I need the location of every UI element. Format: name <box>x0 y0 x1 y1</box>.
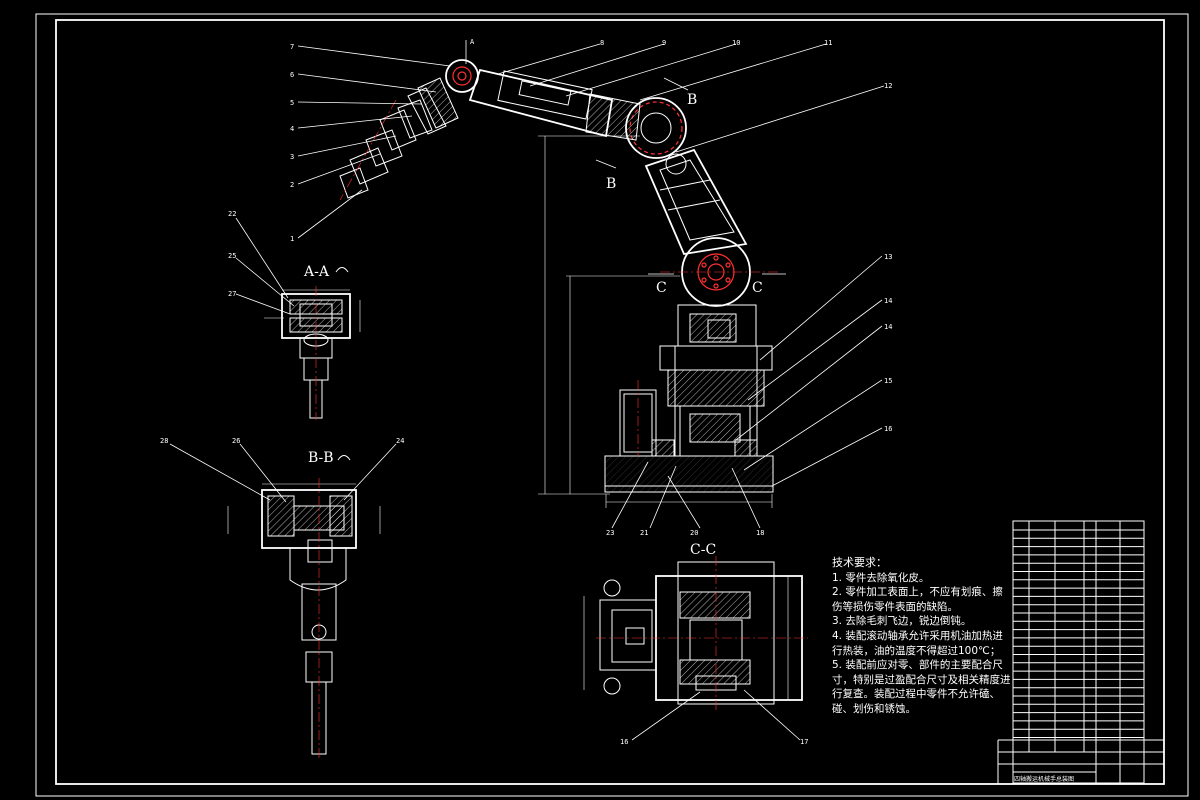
section-mark-c-left: C <box>656 280 667 296</box>
note-item: 2. 零件加工表面上，不应有划痕、擦伤等损伤零件表面的缺陷。 <box>832 586 1003 613</box>
svg-text:15: 15 <box>884 377 892 385</box>
svg-text:9: 9 <box>662 39 666 47</box>
parts-list-table: 四轴搬运机械手总装图 <box>997 520 1164 784</box>
leader-lines-top <box>497 43 885 153</box>
section-mark-a-top: A <box>470 38 475 46</box>
svg-text:16: 16 <box>884 425 892 433</box>
svg-text:27: 27 <box>228 290 236 298</box>
svg-text:14: 14 <box>884 297 892 305</box>
part-numbers-top: 8 9 10 11 12 <box>600 39 892 90</box>
leader-lines-right <box>735 255 883 487</box>
svg-text:12: 12 <box>884 82 892 90</box>
svg-text:11: 11 <box>824 39 832 47</box>
drawing-title: 四轴搬运机械手总装图 <box>1014 775 1074 783</box>
svg-text:21: 21 <box>640 529 648 537</box>
svg-text:14: 14 <box>884 323 892 331</box>
robot-arm-main-view: A B B C C <box>339 38 786 508</box>
section-mark-c-right: C <box>752 280 763 296</box>
svg-text:3: 3 <box>290 153 294 161</box>
leader-lines-left <box>297 45 451 239</box>
svg-text:16: 16 <box>620 738 628 746</box>
svg-text:22: 22 <box>228 210 236 218</box>
leader-lines-bottom <box>611 461 761 529</box>
svg-text:7: 7 <box>290 43 294 51</box>
notes-title: 技术要求： <box>832 556 887 569</box>
svg-text:18: 18 <box>756 529 764 537</box>
svg-text:26: 26 <box>232 437 240 445</box>
svg-text:6: 6 <box>290 71 294 79</box>
svg-text:2: 2 <box>290 181 294 189</box>
svg-text:17: 17 <box>800 738 808 746</box>
section-title-b-b: B-B <box>308 450 334 466</box>
technical-requirements: 技术要求： 1. 零件去除氧化皮。 2. 零件加工表面上，不应有划痕、擦伤等损伤… <box>832 556 1012 717</box>
outer-border <box>35 13 1189 797</box>
section-mark-b-bottom: B <box>606 176 616 192</box>
svg-text:5: 5 <box>290 99 294 107</box>
svg-text:28: 28 <box>160 437 168 445</box>
svg-text:25: 25 <box>228 252 236 260</box>
section-title-c-c: C-C <box>690 542 716 558</box>
section-mark-b-top: B <box>687 92 697 108</box>
inner-border <box>55 19 1165 785</box>
part-numbers-bottom: 23 21 20 18 <box>606 529 764 537</box>
note-item: 4. 装配滚动轴承允许采用机油加热进行热装，油的温度不得超过100℃； <box>832 629 1003 657</box>
svg-text:10: 10 <box>732 39 740 47</box>
section-view-a-a: A-A 22 25 27 <box>228 210 361 420</box>
section-title-a-a: A-A <box>303 264 330 280</box>
svg-text:4: 4 <box>290 125 294 133</box>
section-view-c-c: C-C 16 17 <box>583 542 808 746</box>
part-numbers-left: 7 6 5 4 3 2 1 <box>290 43 294 243</box>
svg-text:8: 8 <box>600 39 604 47</box>
note-item: 1. 零件去除氧化皮。 <box>832 571 930 584</box>
svg-text:20: 20 <box>690 529 698 537</box>
section-view-b-b: B-B 28 26 24 <box>160 437 404 760</box>
svg-text:23: 23 <box>606 529 614 537</box>
svg-text:13: 13 <box>884 253 892 261</box>
svg-text:24: 24 <box>396 437 404 445</box>
svg-text:1: 1 <box>290 235 294 243</box>
note-item: 3. 去除毛刺飞边，锐边倒钝。 <box>832 615 972 628</box>
part-numbers-right: 13 14 14 15 16 <box>884 253 892 433</box>
note-item: 5. 装配前应对零、部件的主要配合尺寸，特别是过盈配合尺寸及相关精度进行复查。装… <box>832 659 1011 715</box>
